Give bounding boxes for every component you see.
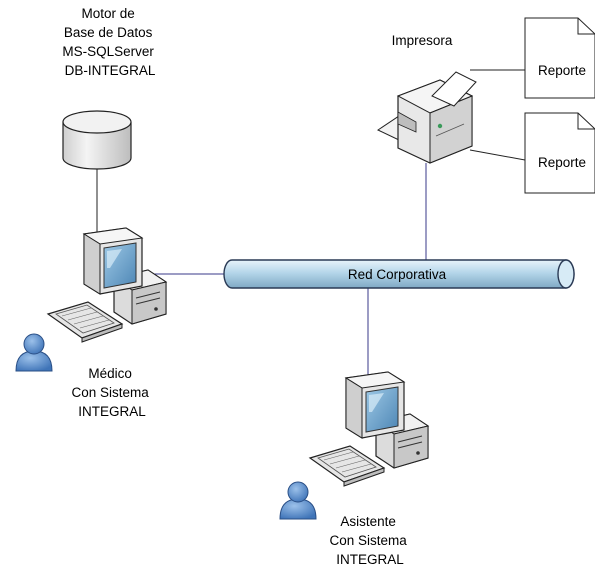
doctor-label: Médico Con Sistema INTEGRAL: [71, 366, 152, 419]
doctor-computer-icon: [47, 227, 167, 343]
assistant-computer-icon: [309, 371, 429, 487]
printer-icon: [376, 71, 477, 164]
report-document-icon: [524, 17, 595, 99]
network-pipe: [223, 259, 575, 289]
printer-label: Impresora: [392, 33, 453, 48]
assistant-user-icon: [279, 481, 317, 520]
report-link-bottom: [469, 149, 526, 161]
report-document-icon: [524, 112, 595, 194]
database-cylinder-icon: [62, 110, 132, 170]
network-label: Red Corporativa: [348, 267, 447, 282]
assistant-label: Asistente Con Sistema INTEGRAL: [329, 514, 410, 566]
doctor-user-icon: [15, 333, 53, 372]
report-label-top: Reporte: [538, 63, 586, 78]
database-label: Motor de Base de Datos MS-SQLServer DB-I…: [62, 6, 157, 78]
report-label-bottom: Reporte: [538, 155, 586, 170]
